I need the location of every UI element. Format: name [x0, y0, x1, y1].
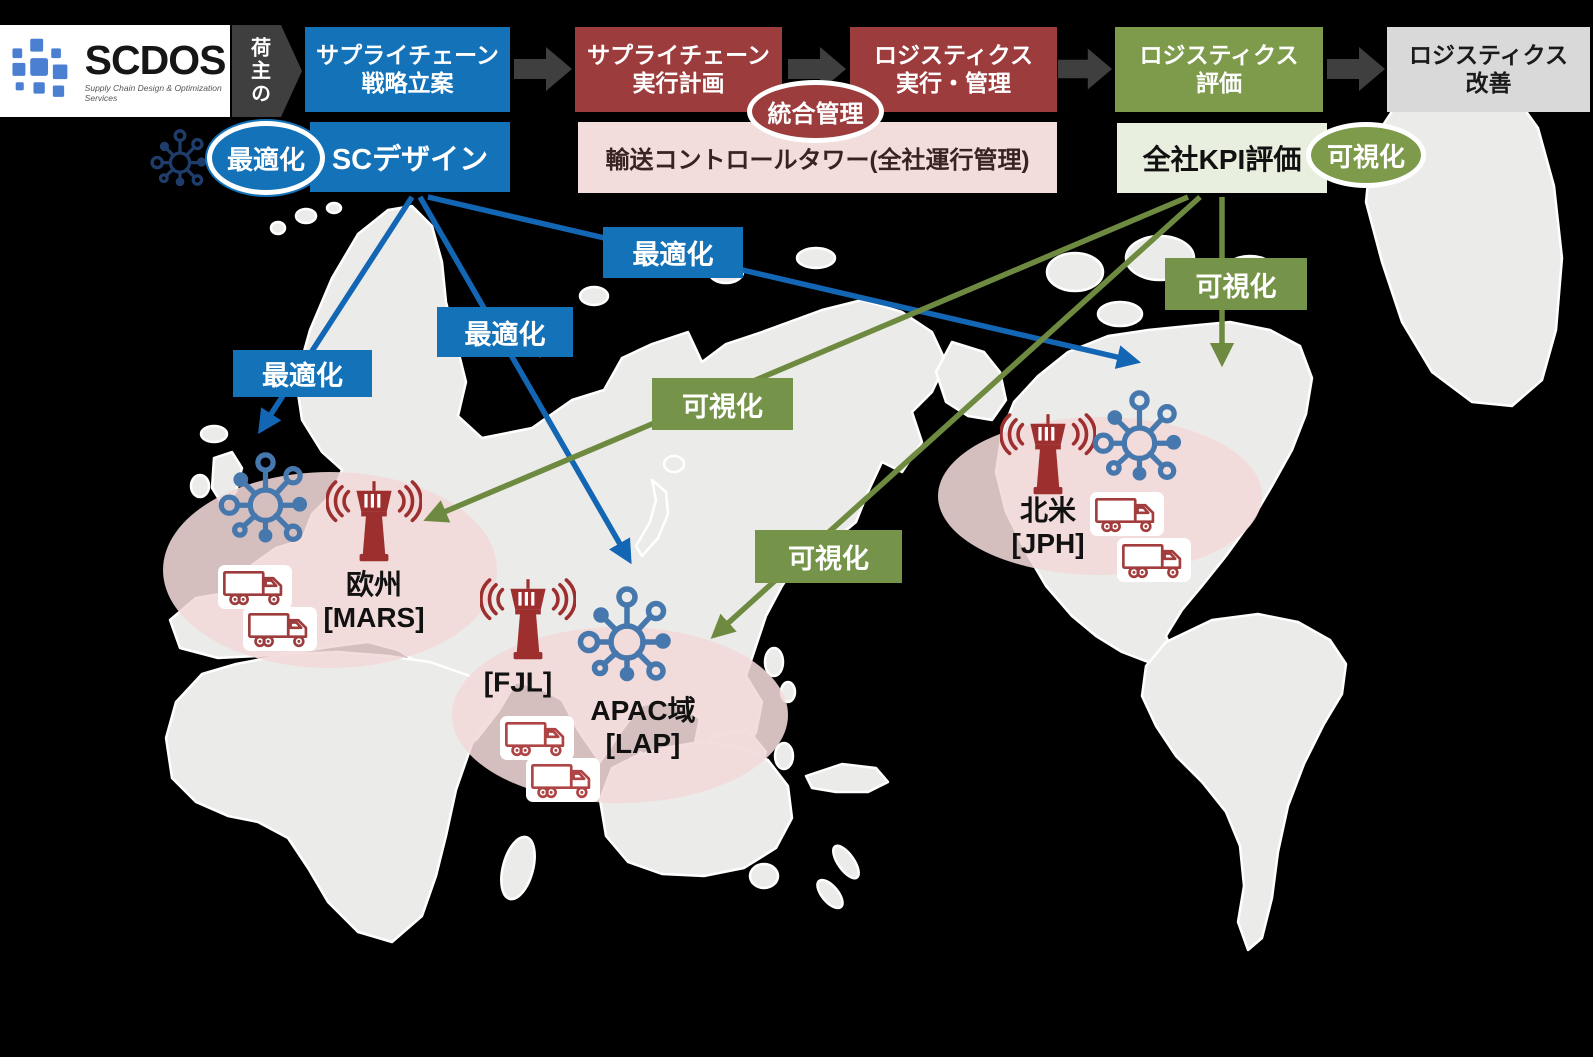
- flow-arrow-icon: [1327, 47, 1385, 91]
- integration-badge: 統合管理: [747, 80, 884, 143]
- flow-arrow-icon: [1058, 48, 1112, 90]
- scdos-logo: SCDOS Supply Chain Design & Optimization…: [0, 25, 230, 117]
- logo-tagline: Supply Chain Design & Optimization Servi…: [84, 82, 222, 103]
- optimization-badge: 最適化: [207, 121, 325, 195]
- north-america-control-tower-icon: [1000, 413, 1096, 497]
- truck-icon: [218, 565, 292, 609]
- europe-name: 欧州: [345, 568, 402, 600]
- fjl-region-label: [FJL]: [484, 665, 552, 698]
- visualization-label-3: 可視化: [1165, 258, 1307, 310]
- flow-step-logistics-execution: ロジスティクス 実行・管理: [850, 27, 1057, 112]
- logo-brand: SCDOS: [84, 36, 230, 83]
- visualization-label-1: 可視化: [652, 378, 793, 430]
- optimization-arrow-north-america: [427, 194, 1142, 369]
- optimization-label-3: 最適化: [233, 350, 372, 397]
- north-america-network-icon: [1092, 390, 1187, 485]
- logo-brand-bold: SC: [84, 36, 141, 83]
- optimization-label-2: 最適化: [437, 307, 573, 357]
- europe-control-tower-icon: [326, 480, 422, 564]
- north-america-region-label: 北米 [JPH]: [1011, 494, 1084, 560]
- shipper-label: 荷主の: [247, 36, 270, 106]
- north-america-code: [JPH]: [1011, 528, 1085, 559]
- north-america-name: 北米: [1019, 494, 1076, 526]
- visualization-arrow-europe: [423, 194, 1190, 523]
- optimization-label-1: 最適化: [603, 227, 743, 278]
- apac-network-icon: [577, 586, 677, 686]
- europe-code: [MARS]: [323, 602, 425, 633]
- fjl-control-tower-icon: [480, 578, 576, 662]
- sc-design-box: SCデザイン: [310, 122, 510, 192]
- truck-icon: [243, 607, 317, 651]
- flow-arrow-icon: [514, 47, 572, 91]
- europe-region-label: 欧州 [MARS]: [323, 568, 424, 634]
- apac-name: APAC域: [590, 694, 696, 726]
- mini-network-icon: [150, 126, 210, 192]
- truck-icon: [526, 758, 600, 802]
- logo-brand-rest: DOS: [139, 36, 227, 83]
- truck-icon: [500, 716, 574, 760]
- kpi-box: 全社KPI評価: [1117, 123, 1327, 193]
- flow-step-execution-plan: サプライチェーン 実行計画: [575, 27, 782, 112]
- scdos-logo-mark: [12, 38, 68, 97]
- apac-code: [LAP]: [605, 728, 681, 759]
- flow-step-logistics-evaluation: ロジスティクス 評価: [1115, 27, 1323, 112]
- europe-network-icon: [218, 452, 313, 547]
- truck-icon: [1090, 492, 1164, 536]
- fjl-code: [FJL]: [483, 666, 553, 698]
- truck-icon: [1117, 538, 1191, 582]
- visualization-label-2: 可視化: [755, 530, 902, 583]
- optimization-arrow-apac: [417, 195, 632, 565]
- apac-region-label: APAC域 [LAP]: [590, 694, 695, 760]
- flow-step-logistics-improvement: ロジスティクス 改善: [1387, 27, 1590, 112]
- visualization-badge: 可視化: [1306, 122, 1426, 188]
- flow-step-strategy: サプライチェーン 戦略立案: [305, 27, 510, 112]
